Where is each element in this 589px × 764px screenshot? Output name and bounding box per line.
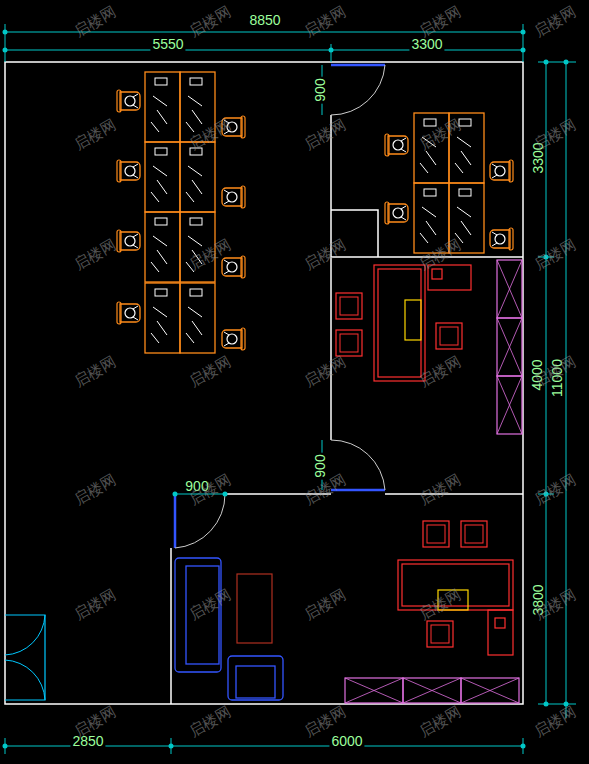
watermark: 启楼网 bbox=[72, 117, 118, 152]
cabinets bbox=[345, 260, 522, 703]
watermark: 启楼网 bbox=[187, 117, 233, 152]
watermark: 启楼网 bbox=[302, 472, 348, 507]
watermark: 启楼网 bbox=[72, 587, 118, 622]
dimension-text: 2850 bbox=[70, 734, 105, 748]
doors bbox=[5, 65, 385, 700]
watermark: 启楼网 bbox=[187, 587, 233, 622]
dimension-text: 6000 bbox=[329, 734, 364, 748]
watermark: 启楼网 bbox=[72, 4, 118, 39]
watermark: 启楼网 bbox=[417, 587, 463, 622]
dimension-text: 900 bbox=[313, 76, 327, 103]
dimension-ticks bbox=[3, 30, 569, 749]
workstations-right bbox=[385, 113, 513, 253]
workstations-left bbox=[117, 72, 245, 353]
sofa-set bbox=[175, 558, 283, 700]
dimension-text: 8850 bbox=[247, 13, 282, 27]
watermark: 启楼网 bbox=[72, 472, 118, 507]
watermark: 启楼网 bbox=[532, 704, 578, 739]
watermark: 启楼网 bbox=[72, 354, 118, 389]
watermark: 启楼网 bbox=[72, 237, 118, 272]
walls bbox=[5, 62, 523, 704]
watermark: 启楼网 bbox=[417, 237, 463, 272]
watermark: 启楼网 bbox=[417, 472, 463, 507]
watermark: 启楼网 bbox=[187, 354, 233, 389]
watermark: 启楼网 bbox=[417, 4, 463, 39]
watermark: 启楼网 bbox=[532, 4, 578, 39]
watermark: 启楼网 bbox=[187, 704, 233, 739]
watermark: 启楼网 bbox=[302, 354, 348, 389]
watermark: 启楼网 bbox=[302, 117, 348, 152]
dimension-text: 900 bbox=[313, 452, 327, 479]
watermark: 启楼网 bbox=[302, 4, 348, 39]
watermark: 启楼网 bbox=[532, 472, 578, 507]
watermark: 启楼网 bbox=[187, 472, 233, 507]
watermark: 启楼网 bbox=[417, 354, 463, 389]
watermark: 启楼网 bbox=[417, 704, 463, 739]
watermark: 启楼网 bbox=[187, 237, 233, 272]
watermark: 启楼网 bbox=[302, 587, 348, 622]
office-furniture bbox=[237, 265, 513, 655]
dimension-lines bbox=[5, 24, 576, 754]
watermark: 启楼网 bbox=[532, 237, 578, 272]
watermark: 启楼网 bbox=[302, 237, 348, 272]
dimension-text: 3300 bbox=[409, 37, 444, 51]
watermark: 启楼网 bbox=[187, 4, 233, 39]
dimension-text: 5550 bbox=[150, 37, 185, 51]
watermark: 启楼网 bbox=[532, 117, 578, 152]
